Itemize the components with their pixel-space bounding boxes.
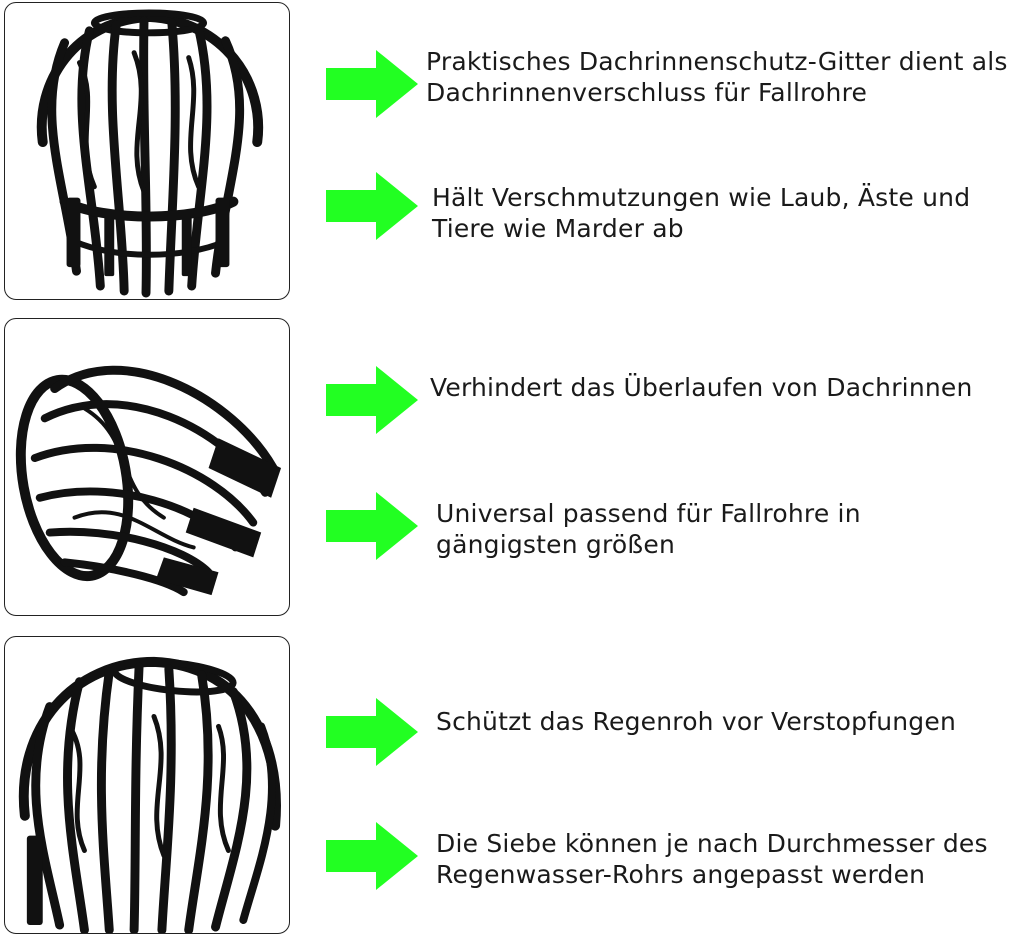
green-arrow-icon: [326, 50, 418, 118]
feature-line: Praktisches Dachrinnenschutz-Gitter dien…: [426, 47, 1008, 76]
green-arrow-icon: [326, 698, 418, 766]
feature-line: Regenwasser-Rohrs angepasst werden: [436, 860, 926, 889]
product-image-panel-3: [4, 636, 290, 934]
feature-line: gängigsten größen: [436, 530, 675, 559]
feature-text-4: Universal passend für Fallrohre in gängi…: [436, 498, 861, 560]
feature-line: Die Siebe können je nach Durchmesser des: [436, 829, 988, 858]
green-arrow-icon: [326, 492, 418, 560]
feature-text-5: Schützt das Regenroh vor Verstopfungen: [436, 706, 956, 737]
green-arrow-icon: [326, 822, 418, 890]
gutter-guard-image-front: [18, 656, 281, 933]
feature-line: Tiere wie Marder ab: [432, 214, 684, 243]
feature-line: Schützt das Regenroh vor Verstopfungen: [436, 707, 956, 736]
feature-text-3: Verhindert das Überlaufen von Dachrinnen: [430, 372, 973, 403]
feature-text-6: Die Siebe können je nach Durchmesser des…: [436, 828, 988, 890]
feature-text-2: Hält Verschmutzungen wie Laub, Äste und …: [432, 182, 970, 244]
feature-text-1: Praktisches Dachrinnenschutz-Gitter dien…: [426, 46, 1008, 108]
green-arrow-icon: [326, 366, 418, 434]
feature-line: Verhindert das Überlaufen von Dachrinnen: [430, 373, 973, 402]
product-image-panel-1: [4, 2, 290, 300]
gutter-guard-image-side: [15, 365, 282, 597]
feature-line: Universal passend für Fallrohre in: [436, 499, 861, 528]
feature-line: Hält Verschmutzungen wie Laub, Äste und: [432, 183, 971, 212]
green-arrow-icon: [326, 172, 418, 240]
gutter-guard-image-upright: [36, 9, 264, 298]
feature-line: Dachrinnenverschluss für Fallrohre: [426, 78, 868, 107]
product-image-panel-2: [4, 318, 290, 616]
